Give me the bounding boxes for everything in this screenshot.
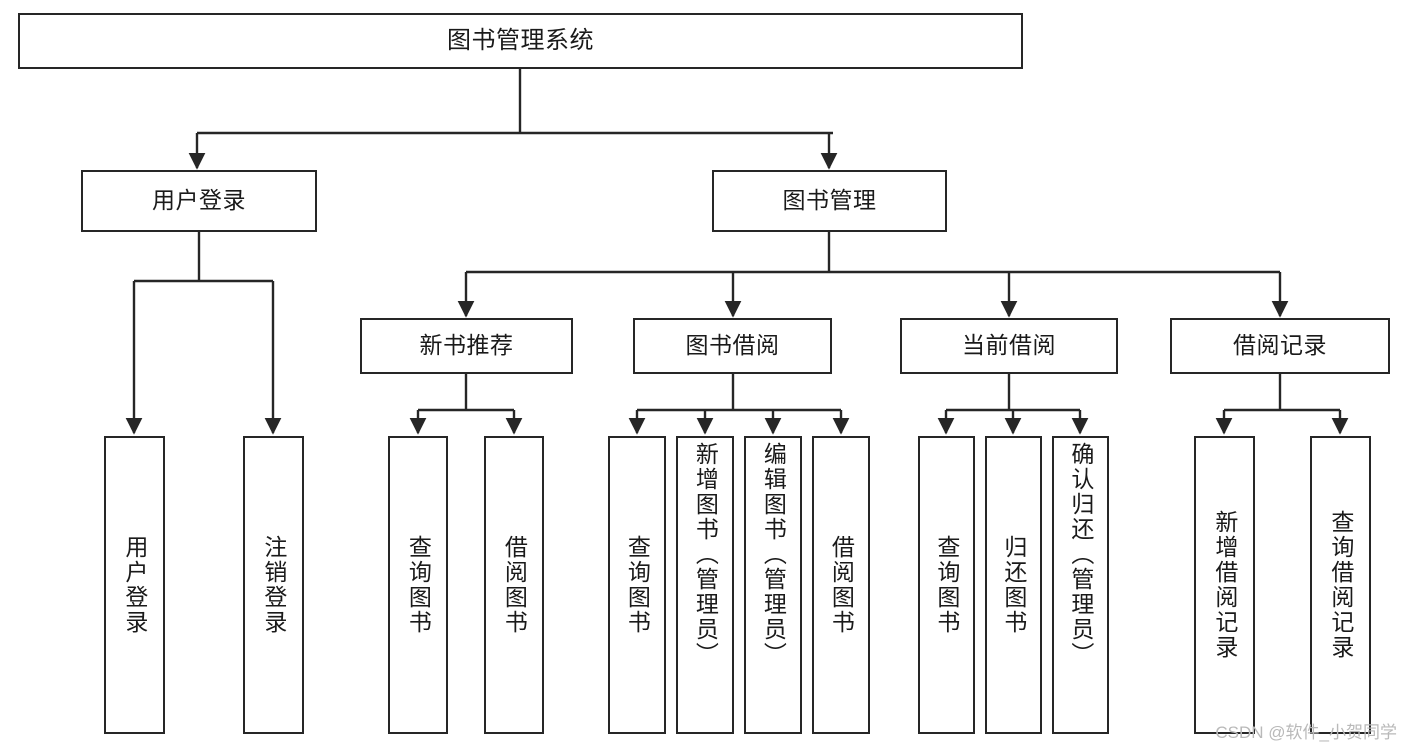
node-leaf-borrow-book-b[interactable]: 借阅图书: [812, 436, 870, 734]
node-leaf-query-book-a[interactable]: 查询图书: [388, 436, 448, 734]
node-borrow-record[interactable]: 借阅记录: [1170, 318, 1390, 374]
node-label: 用户登录: [152, 187, 246, 214]
node-leaf-add-book[interactable]: 新增图书（管理员）: [676, 436, 734, 734]
node-leaf-borrow-book-a[interactable]: 借阅图书: [484, 436, 544, 734]
node-label: 图书管理: [782, 187, 877, 214]
node-leaf-add-record[interactable]: 新增借阅记录: [1194, 436, 1255, 734]
node-user-login[interactable]: 用户登录: [81, 170, 317, 232]
node-leaf-return-book[interactable]: 归还图书: [985, 436, 1042, 734]
node-label: 确认归还（管理员）: [1067, 442, 1094, 667]
node-book-management[interactable]: 图书管理: [712, 170, 947, 232]
node-label: 归还图书: [1000, 535, 1027, 635]
node-label: 借阅图书: [501, 535, 528, 635]
node-new-book-recommend[interactable]: 新书推荐: [360, 318, 573, 374]
node-leaf-confirm-return[interactable]: 确认归还（管理员）: [1052, 436, 1109, 734]
watermark: CSDN @软件_小贺同学: [1215, 723, 1397, 742]
node-leaf-query-record[interactable]: 查询借阅记录: [1310, 436, 1371, 734]
node-leaf-user-login[interactable]: 用户登录: [104, 436, 165, 734]
node-label: 图书管理系统: [447, 26, 594, 54]
node-root[interactable]: 图书管理系统: [18, 13, 1023, 69]
node-label: 图书借阅: [685, 332, 780, 359]
node-label: 查询借阅记录: [1327, 510, 1354, 660]
node-label: 新增图书（管理员）: [692, 442, 719, 667]
node-label: 注销登录: [260, 535, 287, 635]
node-label: 查询图书: [624, 535, 651, 635]
node-label: 用户登录: [121, 535, 148, 635]
node-leaf-logout[interactable]: 注销登录: [243, 436, 304, 734]
node-label: 查询图书: [405, 535, 432, 635]
node-leaf-query-book-c[interactable]: 查询图书: [918, 436, 975, 734]
node-current-borrow[interactable]: 当前借阅: [900, 318, 1118, 374]
node-label: 查询图书: [933, 535, 960, 635]
node-label: 借阅记录: [1233, 332, 1327, 359]
node-label: 新增借阅记录: [1211, 510, 1238, 660]
node-leaf-edit-book[interactable]: 编辑图书（管理员）: [744, 436, 802, 734]
node-label: 编辑图书（管理员）: [760, 442, 787, 667]
node-label: 当前借阅: [962, 332, 1056, 359]
node-book-borrow[interactable]: 图书借阅: [633, 318, 832, 374]
node-label: 借阅图书: [828, 535, 855, 635]
node-label: 新书推荐: [419, 332, 514, 359]
node-leaf-query-book-b[interactable]: 查询图书: [608, 436, 666, 734]
